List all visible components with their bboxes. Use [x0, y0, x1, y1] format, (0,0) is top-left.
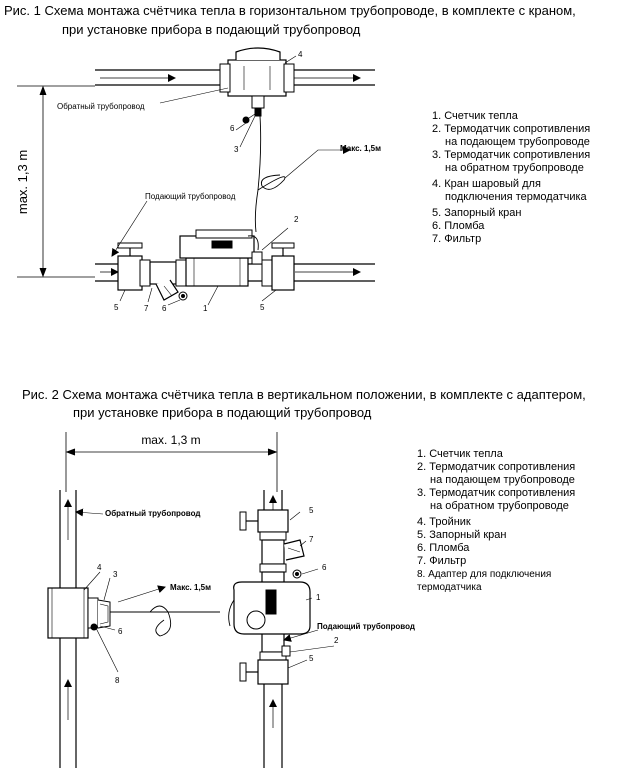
fig1-legend-item-7: 7. Фильтр [432, 233, 482, 245]
fig2-cable-coil [149, 605, 172, 637]
fig1-filter [149, 261, 177, 285]
fig1-legend-item-3: 3. Термодатчик сопротивления [432, 149, 591, 161]
fig1-legend-item-4-cont: подключения термодатчика [445, 191, 587, 203]
fig1-caption-line2: при установке прибора в подающий трубопр… [62, 22, 361, 37]
fig1-dimension-label: max. 1,3 m [15, 150, 30, 214]
fig2-shutoff-valve-bottom [257, 659, 289, 685]
fig2-number-8: 8 [115, 676, 120, 685]
fig2-filter [261, 539, 285, 565]
fig2-number-6-left: 6 [118, 627, 123, 636]
fig1-return-pipe-label: Обратный трубопровод [57, 102, 145, 111]
fig1-number-5-right: 5 [260, 303, 265, 312]
fig2-legend-item-4: 4. Тройник [417, 516, 471, 528]
fig2-number-7: 7 [309, 535, 314, 544]
fig1-supply-label-leader [111, 200, 148, 257]
fig2-number-1: 1 [316, 593, 321, 602]
fig2-legend-item-2-cont: на подающем трубопроводе [430, 474, 575, 486]
fig2-seal-6-left [90, 623, 98, 631]
fig1-max-leader [284, 146, 351, 179]
fig2-number-6-right: 6 [322, 563, 327, 572]
fig1-max-cable-label: Макс. 1,5м [340, 144, 381, 153]
fig1-number-6-bottom: 6 [162, 304, 167, 313]
fig1-legend-item-3-cont: на обратном трубопроводе [445, 162, 584, 174]
fig2-supply-label-leader [283, 629, 319, 642]
fig1-shutoff-valve-left [117, 255, 143, 291]
fig2-legend: 1. Счетчик тепла 2. Термодатчик сопротив… [417, 448, 575, 594]
fig2-heat-meter-display [265, 589, 277, 615]
fig2-supply-pipe-label: Подающий трубопровод [317, 622, 415, 631]
fig1-number-7: 7 [144, 304, 149, 313]
fig2-shutoff-valve-bottom-handle [239, 662, 247, 682]
fig1-ball-valve-body [227, 59, 287, 97]
fig1-dim-arrow-top [39, 85, 47, 96]
fig2-legend-item-8-cont: термодатчика [417, 582, 482, 593]
fig2-number-4: 4 [97, 563, 102, 572]
fig2-return-pipe-label: Обратный трубопровод [105, 509, 200, 518]
fig2-number-5-bottom: 5 [309, 654, 314, 663]
fig1-number-3: 3 [234, 145, 239, 154]
fig2-legend-item-1: 1. Счетчик тепла [417, 448, 503, 460]
fig1-number-6-top: 6 [230, 124, 235, 133]
fig1-legend-item-2: 2. Термодатчик сопротивления [432, 123, 591, 135]
fig1-dim-arrow-bottom [39, 267, 47, 278]
fig1-number-1: 1 [203, 304, 208, 313]
fig2-tee-4 [47, 587, 89, 639]
fig1-sensor-3 [251, 95, 265, 109]
fig2-caption-line2: при установке прибора в подающий трубопр… [73, 405, 372, 420]
fig1-cable-coil [257, 174, 286, 191]
fig1-legend-item-6: 6. Пломба [432, 220, 485, 232]
fig1-return-label-leader [159, 87, 229, 104]
fig1-shutoff-valve-right-handle [271, 242, 295, 249]
fig2-number-3: 3 [113, 570, 118, 579]
fig1-legend-item-2-cont: на подающем трубопроводе [445, 136, 590, 148]
fig2-heat-meter-dial [246, 610, 266, 630]
fig2-legend-item-3-cont: на обратном трубопроводе [430, 500, 569, 512]
fig2-dimension-label: max. 1,3 m [141, 433, 200, 447]
fig1-diagram [17, 47, 375, 306]
fig2-max-leader [117, 585, 166, 603]
fig1-heat-meter-top [195, 229, 253, 239]
fig1-shutoff-valve-right [271, 255, 295, 291]
fig2-shutoff-valve-top-handle [239, 511, 247, 531]
fig2-legend-item-3: 3. Термодатчик сопротивления [417, 487, 576, 499]
fig2-diagram [47, 432, 335, 768]
fig1-ball-valve-handle [235, 47, 281, 60]
fig1-sensor-cable [254, 115, 262, 233]
fig2-adapter-8 [87, 597, 99, 629]
fig2-dim-arrow-right [267, 448, 278, 456]
fig2-number-2: 2 [334, 636, 339, 645]
fig1-ball-valve-nut-right [283, 63, 295, 93]
fig2-max-cable-label: Макс. 1,5м [170, 583, 211, 592]
fig2-sensor-2 [281, 645, 291, 657]
fig1-legend-item-1: 1. Счетчик тепла [432, 110, 518, 122]
fig2-legend-item-5: 5. Запорный кран [417, 529, 507, 541]
fig1-legend: 1. Счетчик тепла 2. Термодатчик сопротив… [432, 110, 590, 246]
fig1-number-4: 4 [298, 50, 303, 59]
fig2-dim-arrow-left [65, 448, 76, 456]
fig1-sensor-2 [251, 251, 263, 265]
fig2-return-label-leader [75, 508, 104, 517]
fig2-legend-item-2: 2. Термодатчик сопротивления [417, 461, 576, 473]
fig1-heat-meter-body [185, 257, 249, 287]
fig1-legend-item-4: 4. Кран шаровый для [432, 178, 541, 190]
fig2-shutoff-valve-top [257, 509, 289, 533]
fig1-heat-meter-display [211, 240, 233, 249]
fig1-supply-pipe-label: Подающий трубопровод [145, 192, 236, 201]
fig2-caption-line1: Рис. 2 Схема монтажа счётчика тепла в ве… [22, 387, 586, 402]
fig1-number-2: 2 [294, 215, 299, 224]
fig2-legend-item-7: 7. Фильтр [417, 555, 467, 567]
fig2-number-5-top: 5 [309, 506, 314, 515]
fig1-number-5-left: 5 [114, 303, 119, 312]
fig2-legend-item-6: 6. Пломба [417, 542, 470, 554]
fig1-legend-item-5: 5. Запорный кран [432, 207, 522, 219]
fig1-shutoff-valve-left-handle [117, 242, 143, 249]
fig1-ball-valve-nut-left [219, 63, 231, 93]
fig1-caption-line1: Рис. 1 Схема монтажа счётчика тепла в го… [4, 3, 576, 18]
fig2-legend-item-8: 8. Адаптер для подключения [417, 569, 552, 580]
